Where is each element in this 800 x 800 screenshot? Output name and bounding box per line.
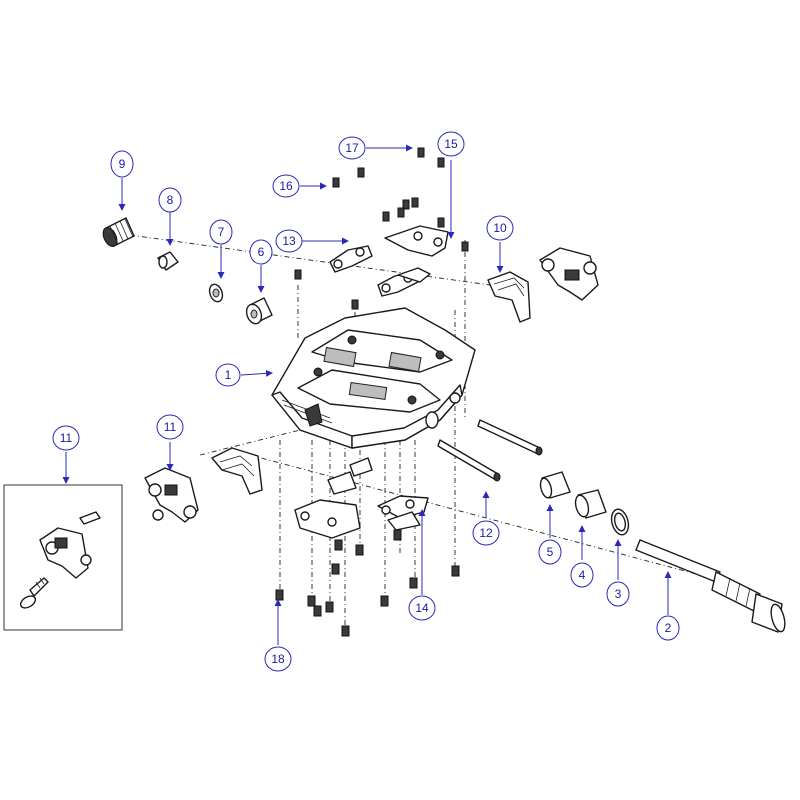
svg-text:12: 12 bbox=[479, 526, 493, 540]
svg-text:8: 8 bbox=[167, 193, 174, 207]
part-8-nut bbox=[157, 251, 179, 271]
callout-17: 17 bbox=[338, 136, 366, 160]
part-7-washer bbox=[208, 283, 224, 303]
part-1-pedal-body bbox=[271, 307, 476, 449]
callout-5: 5 bbox=[538, 539, 562, 565]
svg-text:1: 1 bbox=[225, 368, 232, 382]
callout-11-inset: 11 bbox=[52, 425, 80, 451]
part-3-oring bbox=[610, 508, 630, 536]
detail-inset bbox=[3, 484, 123, 631]
callout-8: 8 bbox=[158, 187, 182, 213]
callout-4: 4 bbox=[570, 562, 594, 588]
part-10-rear-clip bbox=[487, 247, 599, 323]
callout-leaders bbox=[62, 144, 672, 645]
svg-text:4: 4 bbox=[579, 568, 586, 582]
part-4-sleeve bbox=[574, 489, 607, 519]
part-2-spindle bbox=[635, 539, 786, 633]
part-6-bearing bbox=[245, 297, 273, 325]
svg-text:15: 15 bbox=[444, 137, 458, 151]
part-11-front-clip bbox=[144, 447, 263, 523]
svg-text:9: 9 bbox=[119, 157, 126, 171]
callout-6: 6 bbox=[249, 239, 273, 265]
callout-16: 16 bbox=[272, 174, 300, 198]
part-14-lower-plates bbox=[294, 457, 429, 539]
svg-text:6: 6 bbox=[258, 245, 265, 259]
callout-10: 10 bbox=[486, 215, 514, 241]
svg-text:7: 7 bbox=[218, 225, 225, 239]
svg-text:14: 14 bbox=[415, 601, 429, 615]
assembly-axis-lines bbox=[129, 234, 701, 630]
svg-text:2: 2 bbox=[665, 621, 672, 635]
svg-text:5: 5 bbox=[547, 545, 554, 559]
svg-text:17: 17 bbox=[345, 141, 359, 155]
svg-text:10: 10 bbox=[493, 221, 507, 235]
part-18-grub-screws bbox=[275, 529, 460, 637]
svg-text:3: 3 bbox=[615, 587, 622, 601]
part-16-17-pins bbox=[294, 147, 469, 310]
callout-18: 18 bbox=[264, 646, 292, 672]
part-5-bushing bbox=[539, 471, 571, 499]
svg-text:13: 13 bbox=[282, 234, 296, 248]
part-13-cleat-plates bbox=[329, 245, 431, 297]
svg-text:16: 16 bbox=[279, 179, 293, 193]
callout-12: 12 bbox=[472, 520, 500, 546]
callout-14: 14 bbox=[408, 595, 436, 621]
callout-3: 3 bbox=[606, 581, 630, 607]
callout-1: 1 bbox=[215, 363, 241, 387]
svg-text:18: 18 bbox=[271, 652, 285, 666]
part-12-axle-pins bbox=[437, 419, 543, 482]
callout-15: 15 bbox=[437, 131, 465, 157]
callout-9: 9 bbox=[110, 150, 134, 178]
callout-2: 2 bbox=[656, 615, 680, 641]
callout-7: 7 bbox=[209, 219, 233, 245]
part-15-upper-plate bbox=[384, 225, 449, 257]
svg-text:11: 11 bbox=[164, 420, 177, 434]
svg-text:11: 11 bbox=[60, 431, 73, 445]
callout-11-main: 11 bbox=[156, 414, 184, 440]
part-9-end-cap bbox=[102, 217, 135, 247]
callout-13: 13 bbox=[275, 229, 303, 253]
